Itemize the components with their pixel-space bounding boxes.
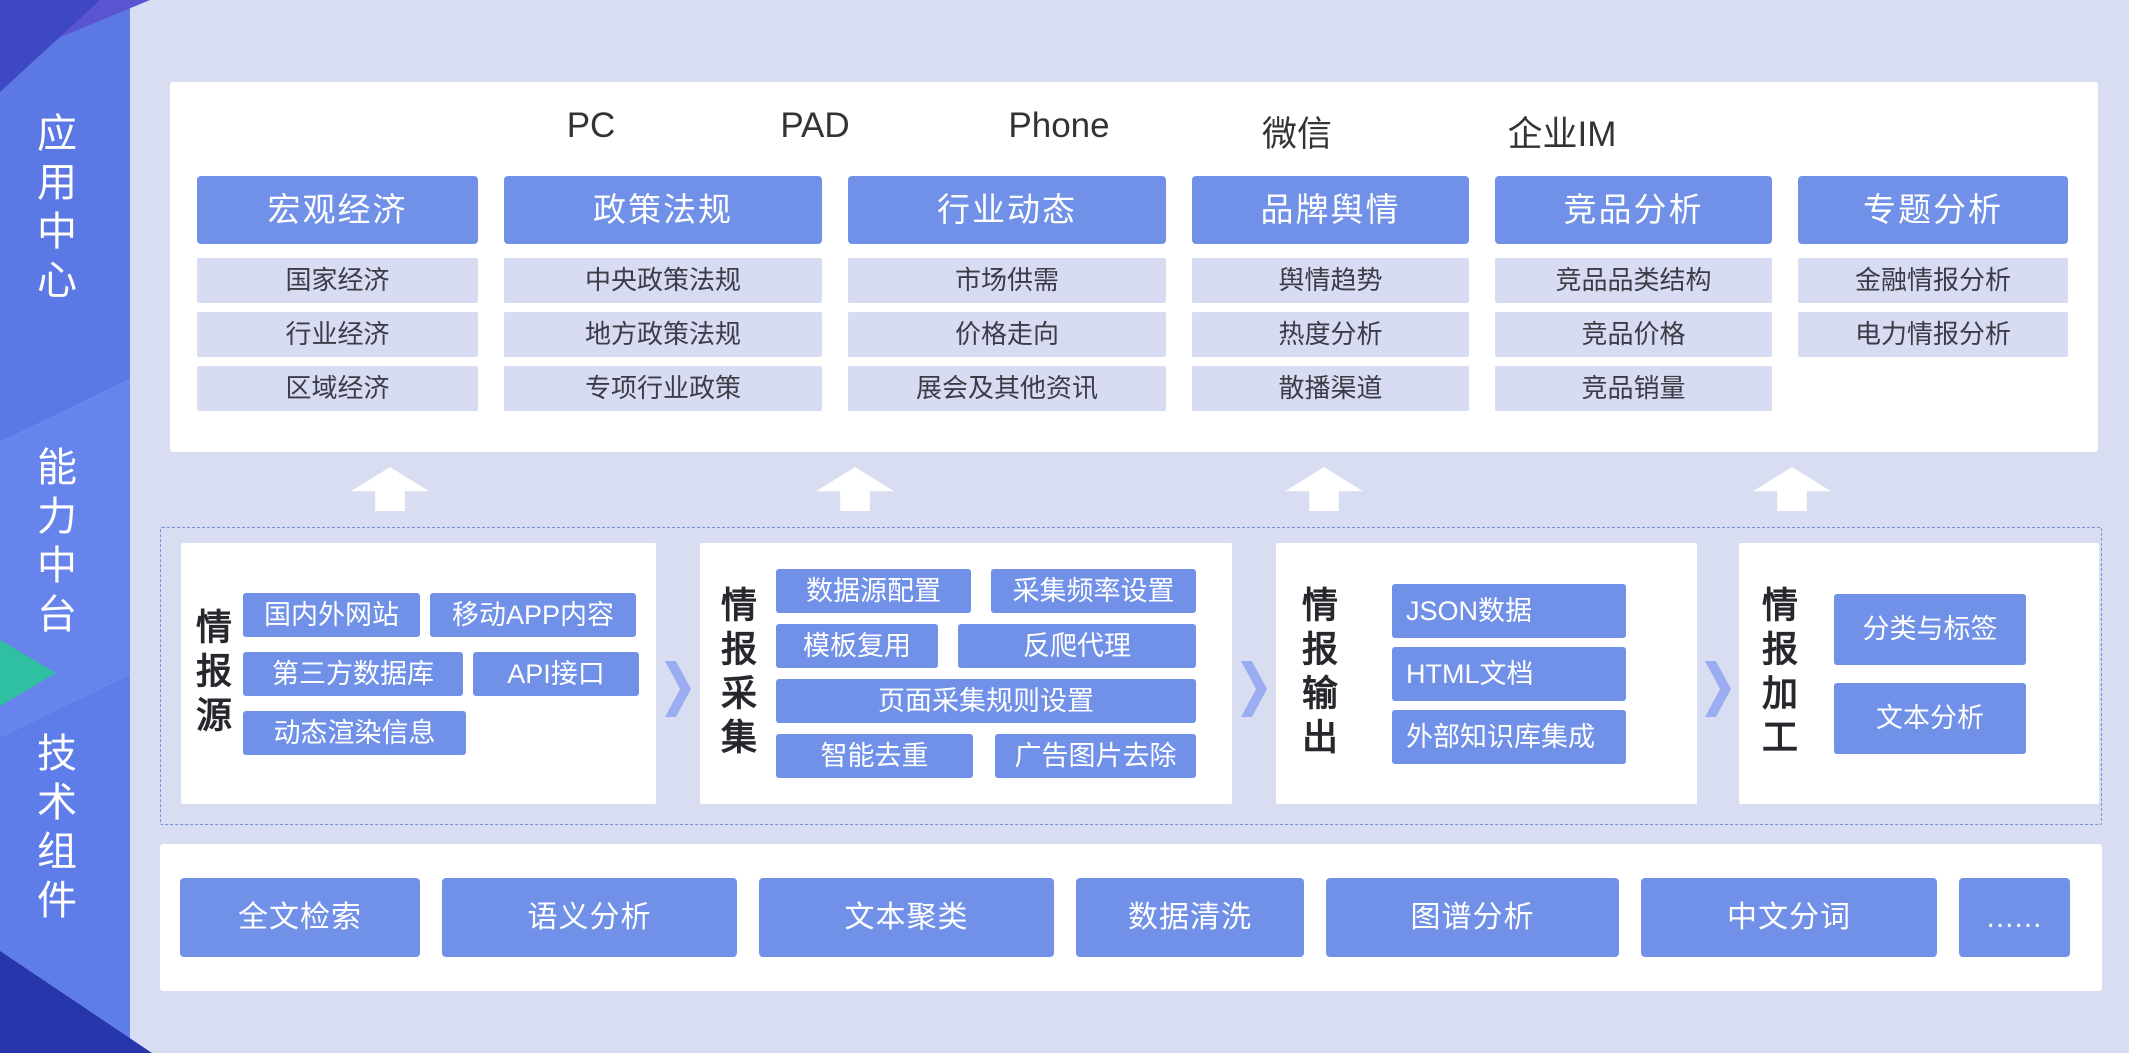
up-arrow-icon: [351, 467, 429, 511]
device-label-pad: PAD: [780, 106, 850, 145]
app-column-item: 热度分析: [1192, 312, 1469, 357]
app-column-item: 竞品品类结构: [1495, 258, 1772, 303]
intel-output-chip: 外部知识库集成: [1392, 709, 1626, 764]
up-arrow-icon: [1285, 467, 1363, 511]
app-column-item: 价格走向: [848, 312, 1166, 357]
tech-component-text-clustering: 文本聚类: [759, 878, 1054, 957]
panel-chip-area: 国内外网站 移动APP内容 第三方数据库 API接口 动态渲染信息: [243, 592, 639, 755]
intel-source-chip: 移动APP内容: [430, 592, 636, 637]
sidebar-section-application-center: 应用中心: [31, 112, 75, 308]
app-column-item: 金融情报分析: [1798, 258, 2068, 303]
app-column-item: 竞品销量: [1495, 366, 1772, 411]
app-column-industry-dynamics: 行业动态 市场供需 价格走向 展会及其他资讯: [848, 176, 1166, 420]
panel-label: 情报输出: [1297, 585, 1338, 762]
panel-label: 情报源: [191, 607, 232, 740]
app-column-title: 政策法规: [504, 176, 822, 244]
intel-process-chip: 文本分析: [1834, 682, 2026, 754]
sidebar-segment-top: [0, 0, 130, 443]
tech-component-data-cleaning: 数据清洗: [1076, 878, 1304, 957]
app-column-brand-sentiment: 品牌舆情 舆情趋势 热度分析 散播渠道: [1192, 176, 1469, 420]
intel-output-chip: HTML文档: [1392, 646, 1626, 701]
tech-component-chinese-segmentation: 中文分词: [1641, 878, 1937, 957]
tech-component-semantic-analysis: 语义分析: [442, 878, 737, 957]
app-column-special-analysis: 专题分析 金融情报分析 电力情报分析: [1798, 176, 2068, 420]
app-column-item: 散播渠道: [1192, 366, 1469, 411]
intel-source-chip: API接口: [473, 651, 639, 696]
intel-collect-chip: 广告图片去除: [995, 734, 1196, 778]
app-column-item: 舆情趋势: [1192, 258, 1469, 303]
intel-source-chip: 第三方数据库: [243, 651, 463, 696]
up-arrow-icon: [1753, 467, 1831, 511]
panel-chip-area: 分类与标签 文本分析: [1834, 593, 2026, 754]
app-column-item: 地方政策法规: [504, 312, 822, 357]
intel-collect-chip: 智能去重: [776, 734, 973, 778]
app-column-title: 竞品分析: [1495, 176, 1772, 244]
intel-collect-chip: 页面采集规则设置: [776, 679, 1196, 723]
sidebar: 应用中心 能力中台 技术组件: [0, 0, 130, 1053]
device-channel-row: PC PAD Phone 微信 企业IM: [170, 82, 2098, 170]
capability-platform-box: 情报源 国内外网站 移动APP内容 第三方数据库 API接口 动态渲染信息 情报…: [160, 527, 2102, 825]
intel-collect-chip: 采集频率设置: [991, 569, 1196, 613]
app-column-item: 专项行业政策: [504, 366, 822, 411]
intel-collect-chip: 数据源配置: [776, 569, 971, 613]
app-column-title: 行业动态: [848, 176, 1166, 244]
device-label-wechat: 微信: [1261, 115, 1333, 154]
application-center-box: PC PAD Phone 微信 企业IM 宏观经济 国家经济 行业经济 区域经济…: [170, 82, 2098, 452]
chevron-right-icon: [665, 661, 691, 717]
intel-source-chip: 国内外网站: [243, 592, 420, 637]
tech-component-more: ......: [1959, 878, 2070, 957]
panel-intel-sources: 情报源 国内外网站 移动APP内容 第三方数据库 API接口 动态渲染信息: [181, 543, 656, 804]
sidebar-section-tech-components: 技术组件: [31, 732, 75, 928]
panel-chip-area: JSON数据 HTML文档 外部知识库集成: [1392, 583, 1626, 764]
intel-process-chip: 分类与标签: [1834, 593, 2026, 665]
app-column-title: 专题分析: [1798, 176, 2068, 244]
chevron-right-icon: [1241, 661, 1267, 717]
panel-label: 情报加工: [1757, 585, 1798, 762]
tech-components-box: 全文检索 语义分析 文本聚类 数据清洗 图谱分析 中文分词 ......: [160, 844, 2102, 991]
panel-label: 情报采集: [716, 585, 757, 762]
panel-chip-area: 数据源配置 采集频率设置 模板复用 反爬代理 页面采集规则设置 智能去重 广告图…: [776, 569, 1196, 778]
app-column-item: 竞品价格: [1495, 312, 1772, 357]
tech-component-graph-analysis: 图谱分析: [1326, 878, 1619, 957]
app-column-title: 宏观经济: [197, 176, 478, 244]
intel-collect-chip: 模板复用: [776, 624, 938, 668]
app-column-title: 品牌舆情: [1192, 176, 1469, 244]
tech-component-fulltext-search: 全文检索: [180, 878, 420, 957]
app-column-item: 中央政策法规: [504, 258, 822, 303]
chevron-right-icon: [1705, 661, 1731, 717]
device-label-enterprise-im: 企业IM: [1507, 115, 1617, 154]
app-column-macro-economy: 宏观经济 国家经济 行业经济 区域经济: [197, 176, 478, 420]
app-column-item: 国家经济: [197, 258, 478, 303]
intel-collect-chip: 反爬代理: [958, 624, 1196, 668]
device-label-phone: Phone: [1008, 106, 1110, 145]
device-label-pc: PC: [566, 106, 616, 145]
sidebar-section-capability-platform: 能力中台: [31, 446, 75, 642]
app-column-item: 市场供需: [848, 258, 1166, 303]
intel-output-chip: JSON数据: [1392, 583, 1626, 638]
application-columns: 宏观经济 国家经济 行业经济 区域经济 政策法规 中央政策法规 地方政策法规 专…: [170, 170, 2098, 420]
panel-intel-collection: 情报采集 数据源配置 采集频率设置 模板复用 反爬代理 页面采集规则设置 智能去…: [700, 543, 1232, 804]
intel-source-chip: 动态渲染信息: [243, 710, 466, 755]
app-column-item: 电力情报分析: [1798, 312, 2068, 357]
app-column-item: 展会及其他资讯: [848, 366, 1166, 411]
panel-intel-processing: 情报加工 分类与标签 文本分析: [1739, 543, 2099, 804]
app-column-item: 区域经济: [197, 366, 478, 411]
app-column-competitor-analysis: 竞品分析 竞品品类结构 竞品价格 竞品销量: [1495, 176, 1772, 420]
up-arrow-icon: [816, 467, 894, 511]
app-column-policy: 政策法规 中央政策法规 地方政策法规 专项行业政策: [504, 176, 822, 420]
panel-intel-output: 情报输出 JSON数据 HTML文档 外部知识库集成: [1276, 543, 1697, 804]
app-column-item: 行业经济: [197, 312, 478, 357]
